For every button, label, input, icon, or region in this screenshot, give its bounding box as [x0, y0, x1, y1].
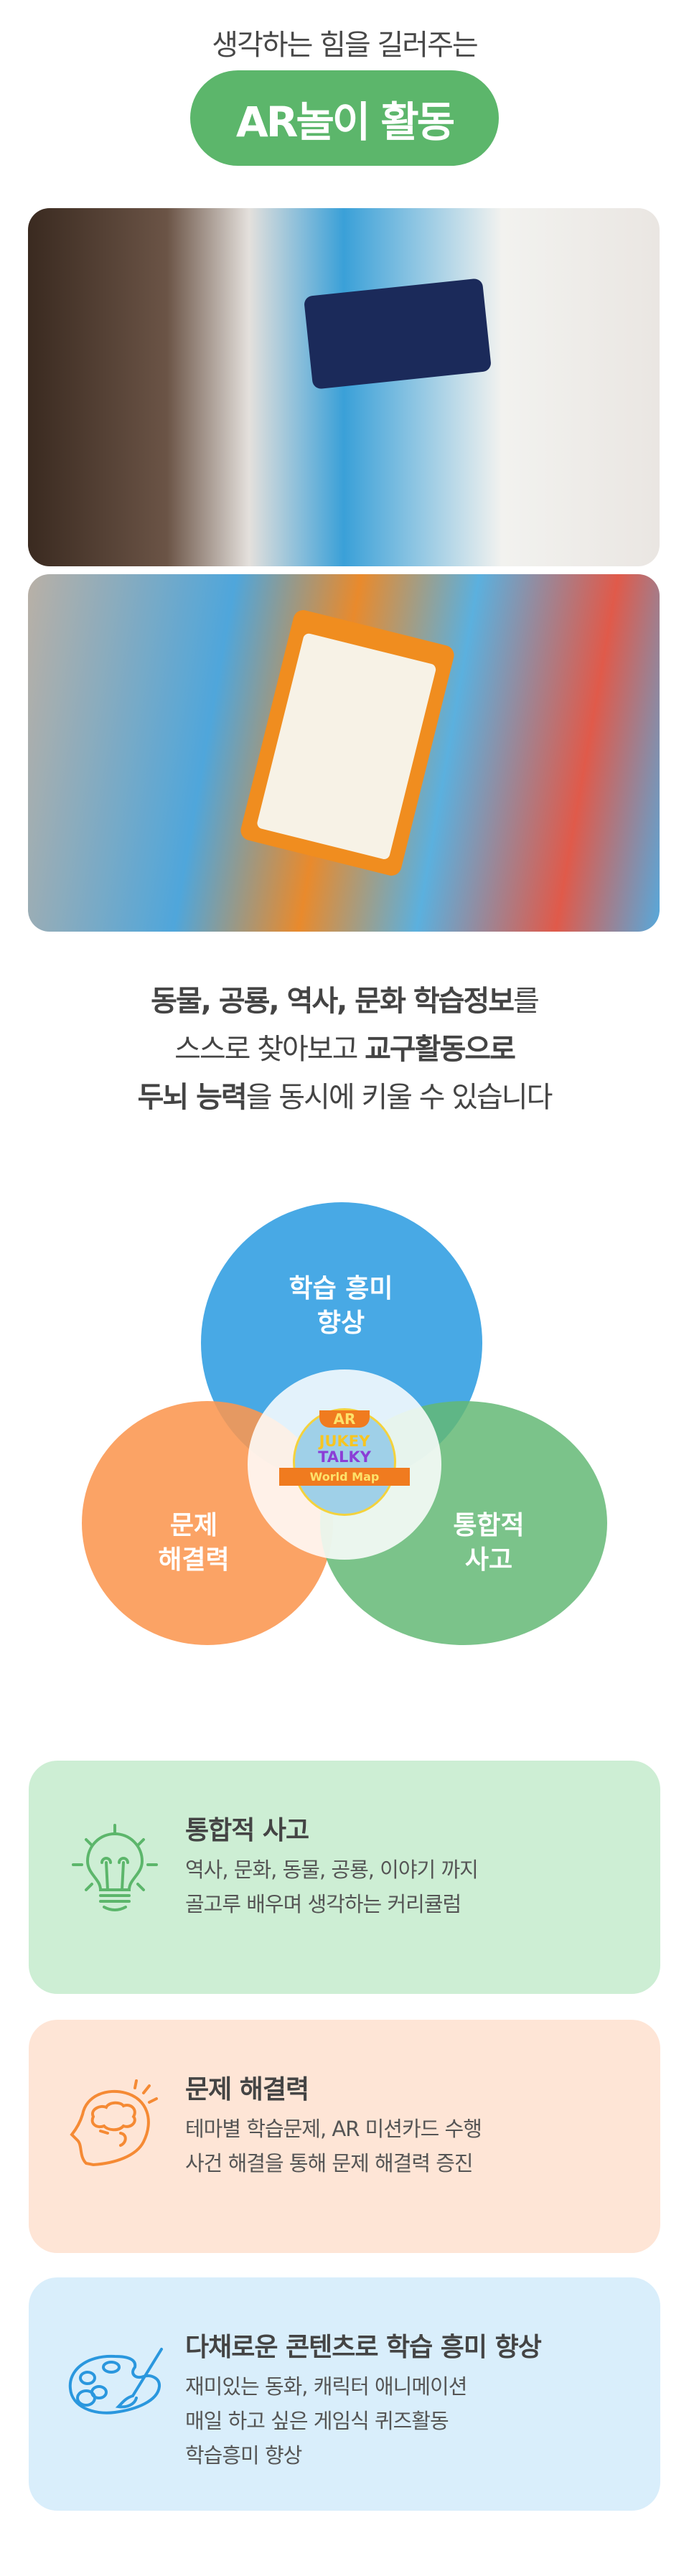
card-title: 문제 해결력	[185, 2075, 309, 2104]
section-title-pill: AR놀이 활동	[190, 70, 499, 166]
section-subtitle: 생각하는 힘을 길러주는	[212, 29, 478, 62]
card-title: 통합적 사고	[185, 1816, 309, 1845]
photo-children-ar-phone	[28, 208, 660, 566]
intro-text: 동물, 공룡, 역사, 문화 학습정보를 스스로 찾아보고 교구활동으로 두뇌 …	[137, 985, 553, 1114]
card-title: 다채로운 콘텐츠로 학습 흥미 향상	[185, 2333, 542, 2362]
phone-image	[303, 278, 492, 390]
jukey-talky-logo: AR JUKEY TALKY World Map	[279, 1408, 410, 1516]
lightbulb-icon	[72, 1824, 158, 1911]
animal-card-image	[238, 608, 456, 878]
brain-head-icon	[70, 2079, 158, 2167]
palette-icon	[68, 2348, 163, 2415]
photo-ar-card-map	[28, 574, 660, 932]
